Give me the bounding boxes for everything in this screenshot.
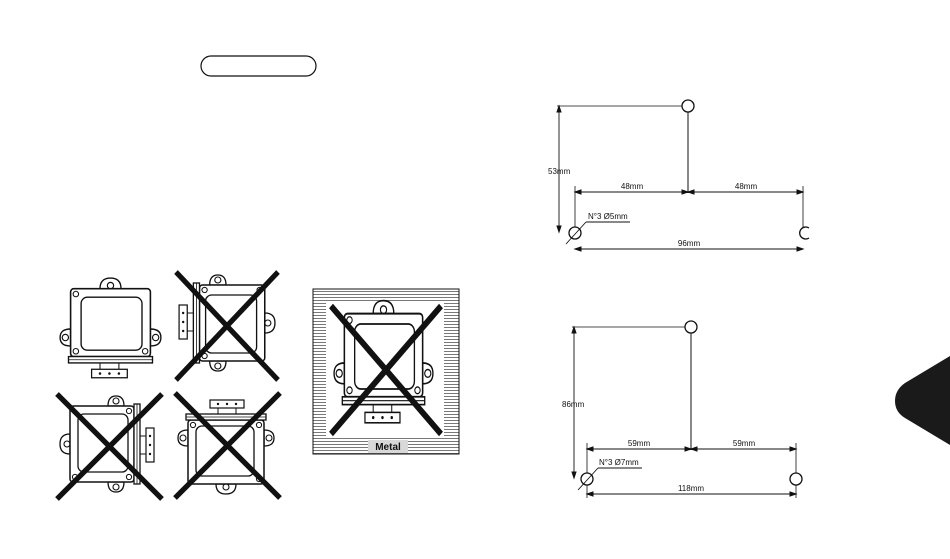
diagram2-total-span: 118mm xyxy=(678,484,704,493)
diagram1-left-span: 48mm xyxy=(621,182,644,191)
mounting-diagram-2 xyxy=(572,321,802,498)
side-tab xyxy=(895,356,950,445)
diagram1-hole-spec: N°3 Ø5mm xyxy=(588,212,628,221)
label-pill xyxy=(201,56,316,76)
orientation-rotated-right xyxy=(57,394,162,499)
diagram2-hole-spec: N°3 Ø7mm xyxy=(599,458,639,467)
orientation-on-metal: Metal xyxy=(313,289,459,454)
metal-label: Metal xyxy=(375,442,401,453)
diagram1-vertical-dim: 53mm xyxy=(548,167,571,176)
mounting-diagram-1 xyxy=(557,100,809,251)
orientation-panel: Metal xyxy=(57,272,459,499)
diagram2-vertical-dim: 86mm xyxy=(562,400,585,409)
orientation-upright xyxy=(60,278,161,378)
diagram2-right-span: 59mm xyxy=(733,439,756,448)
diagram1-total-span: 96mm xyxy=(678,239,701,248)
diagram1-right-span: 48mm xyxy=(735,182,758,191)
orientation-inverted xyxy=(175,393,280,498)
orientation-rotated-left xyxy=(176,272,278,380)
diagram2-left-span: 59mm xyxy=(628,439,651,448)
